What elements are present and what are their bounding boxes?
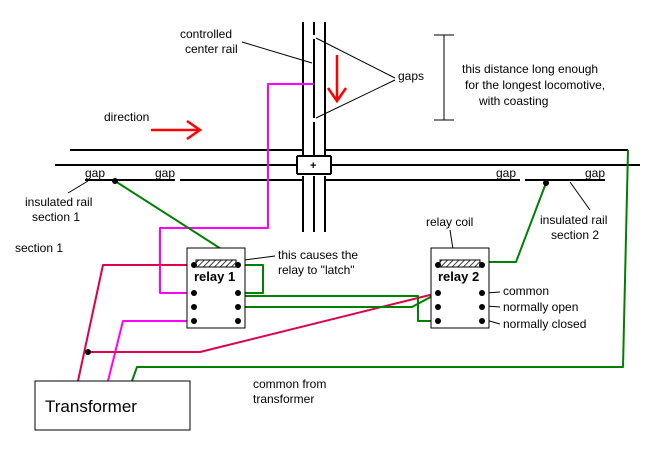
gap-label: gap	[496, 166, 516, 180]
relay-1-terminal	[191, 290, 197, 296]
relay-2-terminal	[435, 304, 441, 310]
down-arrow-head	[326, 87, 348, 104]
relay-2-coil	[439, 259, 481, 268]
insulated-rail-2-label: insulated rail	[540, 213, 607, 227]
transformer-box	[34, 380, 191, 431]
transformer: Transformer	[34, 380, 191, 431]
controlled-center-rail-label: controlled	[180, 27, 232, 41]
relay-2-label: relay 2	[438, 269, 479, 284]
magenta-wire-transformer	[107, 320, 194, 382]
common-from-transformer-label: transformer	[253, 392, 314, 406]
transformer-label: Transformer	[45, 397, 137, 416]
green-wire-relay2-nc	[240, 295, 438, 322]
leader-lines	[67, 34, 591, 325]
gap-leader-bottom	[315, 79, 396, 119]
controlled-center-rail-label: center rail	[185, 42, 238, 56]
green-wire-relay1-to-relay2	[240, 292, 439, 308]
center-rail-leader	[241, 41, 313, 64]
green-wire-latch	[240, 264, 264, 294]
distance-note: with coasting	[478, 94, 548, 108]
relay-1-terminal	[191, 318, 197, 324]
crimson-wire-relay1-common	[77, 264, 194, 382]
magenta-wire-center-rail	[159, 83, 314, 294]
junction-dots	[85, 178, 549, 355]
crimson-wire-relay2-common	[88, 292, 439, 353]
rail-1-contact-dot	[112, 178, 118, 184]
relay-2-terminal	[479, 304, 485, 310]
rail-2-contact-dot	[543, 180, 549, 186]
relay-2-terminal	[435, 290, 441, 296]
relay-1-terminal	[235, 262, 241, 268]
common-from-transformer-label: common from	[253, 377, 326, 391]
relay-2-terminal	[435, 262, 441, 268]
text-labels: controlled center rail gaps this distanc…	[15, 27, 607, 406]
distance-note: this distance long enough	[462, 62, 598, 76]
gap-label: gap	[85, 166, 105, 180]
insulated-rail-1-leader	[67, 180, 89, 194]
normally-open-label: normally open	[503, 300, 578, 314]
relay-2: relay 2	[430, 247, 490, 329]
insulated-rail-1-label: section 1	[32, 210, 80, 224]
direction-arrow-head	[186, 119, 203, 141]
relay-2-terminal	[479, 318, 485, 324]
relay-2-terminals	[435, 262, 485, 324]
relay-1-terminal	[235, 290, 241, 296]
green-wire-common-return	[131, 149, 629, 382]
relay-2-terminal	[479, 290, 485, 296]
relay-2-terminal	[479, 262, 485, 268]
wires	[77, 83, 629, 382]
relay-1-terminal	[191, 304, 197, 310]
red-arrows	[151, 55, 348, 141]
insulated-rail-2-label: section 2	[551, 228, 599, 242]
green-wire-rail-section-2	[481, 182, 547, 263]
gap-label: gap	[155, 166, 175, 180]
latch-note: relay to "latch"	[278, 263, 355, 277]
relay-1-terminal	[235, 318, 241, 324]
section-1-label: section 1	[15, 241, 63, 255]
relay-1-coil	[195, 259, 237, 268]
track-lines	[55, 22, 640, 232]
relay-coil-label: relay coil	[426, 215, 473, 229]
normally-closed-label: normally closed	[503, 317, 586, 331]
gaps-label: gaps	[398, 69, 424, 83]
relay-1-terminal	[235, 304, 241, 310]
common-label: common	[503, 284, 549, 298]
insulated-rail-2-leader	[569, 181, 591, 211]
wire-junction-dot	[85, 349, 91, 355]
gap-label: gap	[585, 166, 605, 180]
relay-2-terminal	[435, 318, 441, 324]
insulated-rail-1-label: insulated rail	[25, 195, 92, 209]
relay-1: relay 1	[186, 247, 246, 329]
relay-1-label: relay 1	[194, 269, 235, 284]
gap-leader-top	[315, 37, 396, 79]
direction-label: direction	[104, 110, 149, 124]
distance-note: for the longest locomotive,	[465, 78, 605, 92]
latch-note: this causes the	[278, 248, 358, 262]
relay-1-terminals	[191, 262, 241, 324]
crossing-mark: +	[310, 160, 316, 172]
latch-leader	[243, 255, 276, 261]
relay-1-terminal	[191, 262, 197, 268]
